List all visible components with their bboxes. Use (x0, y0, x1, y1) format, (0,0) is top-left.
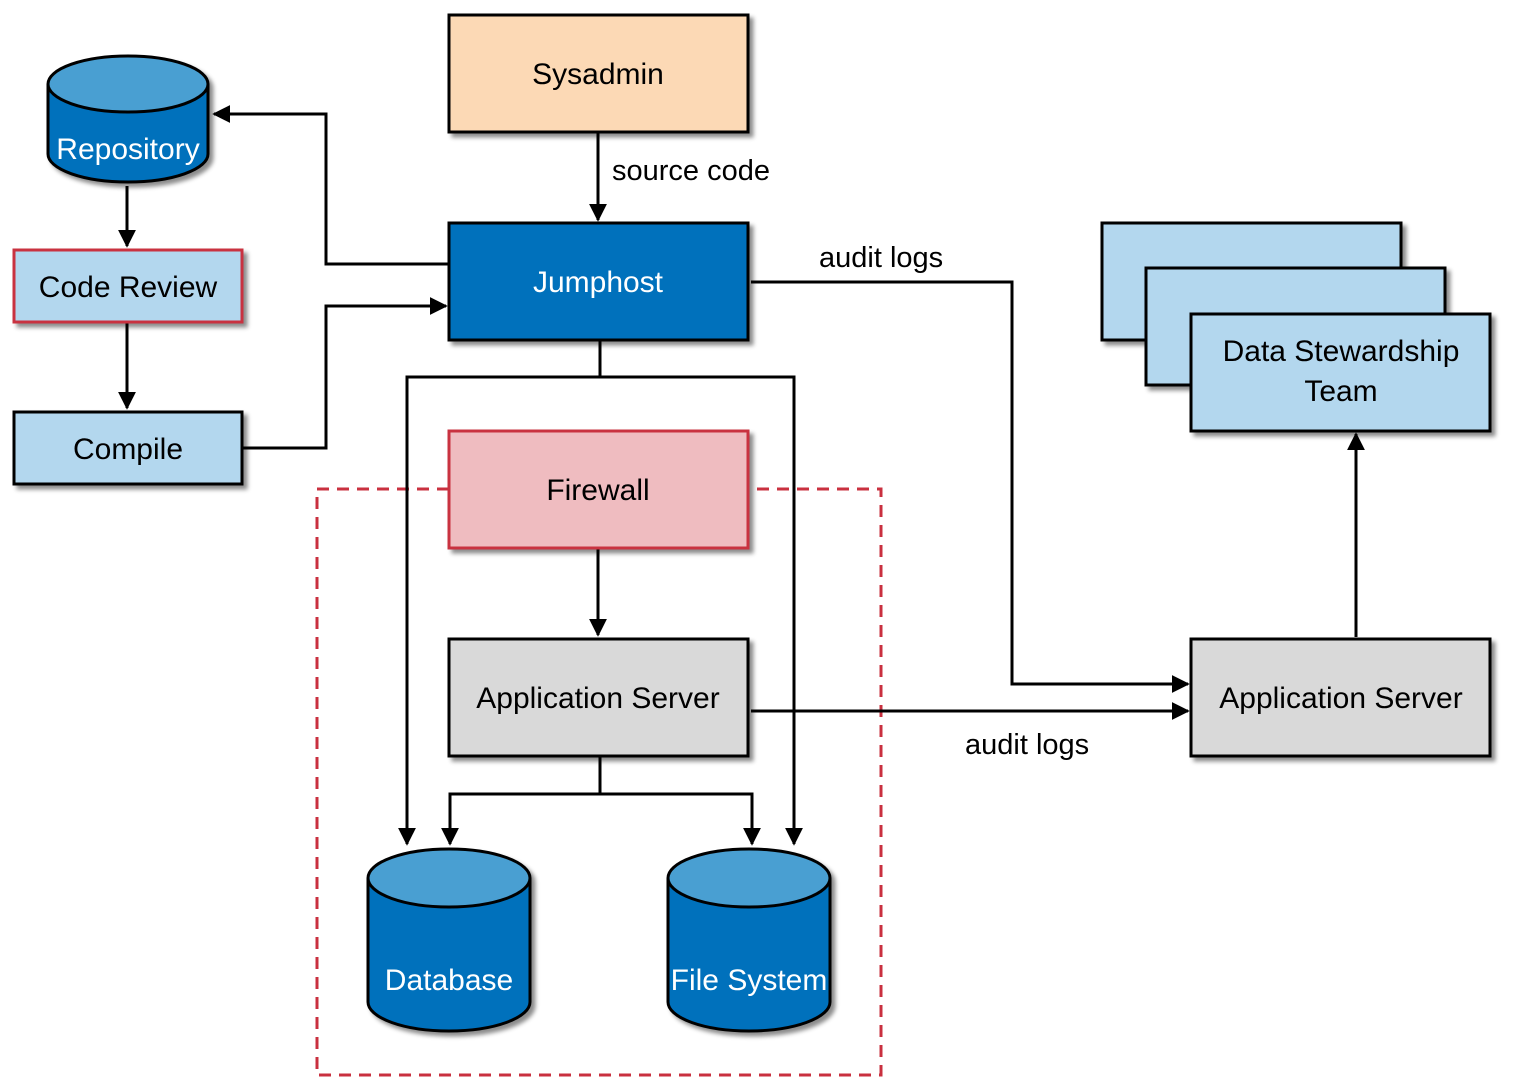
data-stewardship-box (1189, 312, 1492, 433)
compile-label: Compile (73, 433, 183, 466)
database-cylinder (366, 847, 532, 1033)
edge-label-source-code: source code (612, 155, 770, 187)
edge-appserver-to-filesystem (600, 792, 761, 846)
code-review-label: Code Review (39, 271, 218, 304)
database-label: Database (385, 964, 513, 997)
app-server-internal-box (447, 637, 750, 758)
edge-label-audit-logs-bottom: audit logs (965, 729, 1089, 761)
firewall-box (447, 429, 750, 550)
edge-compile-to-jumphost (243, 297, 448, 450)
compile-box (12, 410, 244, 486)
jumphost-box (447, 221, 750, 342)
app-server-internal-label: Application Server (476, 682, 719, 715)
edge-appserver-to-database (441, 756, 602, 846)
edge-jumphost-to-repository (212, 105, 449, 266)
edge-jumphost-to-filesystem (600, 375, 803, 846)
code-review-box (12, 248, 244, 324)
repository-label: Repository (56, 133, 199, 166)
app-server-external-label: Application Server (1219, 682, 1462, 715)
data-stewardship-label-line2: Team (1304, 375, 1377, 408)
edge-jumphost-to-database (398, 340, 602, 846)
edge-jumphost-audit-logs (751, 280, 1190, 693)
sysadmin-label: Sysadmin (532, 58, 664, 91)
app-server-external-box (1189, 637, 1492, 758)
file-system-label: File System (671, 964, 828, 997)
repository-cylinder (46, 54, 210, 184)
firewall-label: Firewall (546, 474, 649, 507)
file-system-cylinder (666, 847, 832, 1033)
connectors (118, 105, 1365, 846)
jumphost-label: Jumphost (533, 266, 664, 299)
data-stewardship-label-line1: Data Stewardship (1223, 335, 1460, 368)
sysadmin-box (447, 13, 750, 134)
edge-label-audit-logs-top: audit logs (819, 242, 943, 274)
